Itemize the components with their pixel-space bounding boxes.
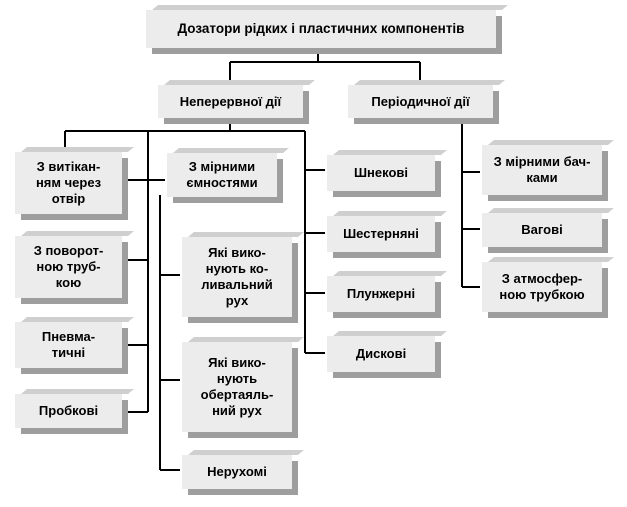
node-rotary-tube: З поворот- ною труб- кою	[15, 236, 122, 298]
node-weighing: Вагові	[482, 213, 602, 247]
node-measuring-containers: З мірними ємностями	[167, 153, 277, 197]
node-oscillating: Які вико- нують ко- ливальний рух	[182, 237, 292, 317]
category-continuous: Неперервної дії	[158, 85, 303, 118]
node-plunger: Плунжерні	[327, 276, 435, 312]
node-pneumatic: Пневма- тичні	[15, 322, 122, 368]
node-outflow-orifice: З витікан- ням через отвір	[15, 152, 122, 214]
node-gear: Шестерняні	[327, 216, 435, 252]
node-screw: Шнекові	[327, 155, 435, 191]
node-rotating: Які вико- нують обертаяль- ний рух	[182, 342, 292, 432]
root-node: Дозатори рідких і пластичних компонентів	[146, 10, 496, 48]
node-measuring-tanks: З мірними бач- ками	[482, 145, 602, 195]
category-periodic: Періодичної дії	[348, 85, 493, 118]
node-disk: Дискові	[327, 336, 435, 372]
node-stationary: Нерухомі	[182, 455, 292, 489]
node-plug: Пробкові	[15, 394, 122, 428]
node-atmospheric-tube: З атмосфер- ною трубкою	[482, 262, 602, 312]
